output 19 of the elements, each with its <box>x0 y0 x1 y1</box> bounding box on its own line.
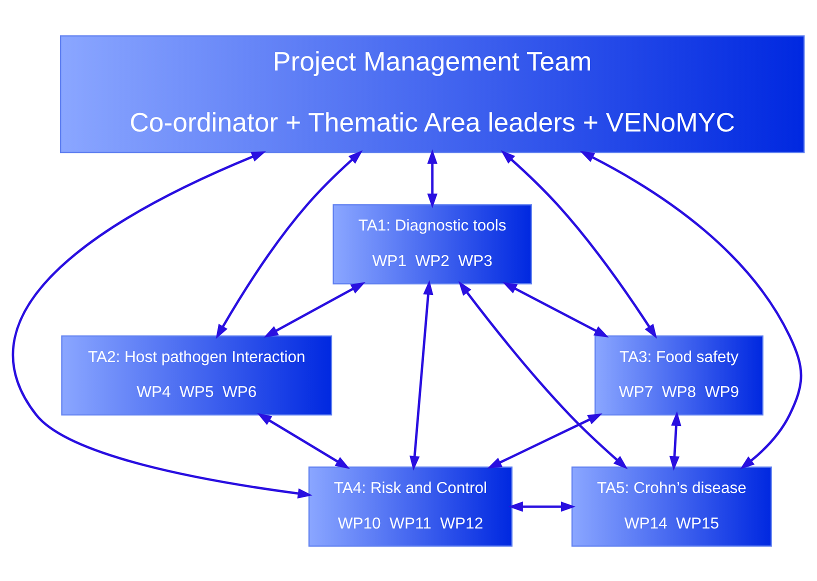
arrow <box>257 412 350 468</box>
arrow <box>410 280 434 470</box>
node-box: TA4: Risk and Control WP10 WP11 WP12 <box>308 466 513 546</box>
arrow <box>487 412 602 468</box>
arrow <box>669 410 682 470</box>
arrow <box>216 150 363 338</box>
node-box: TA1: Diagnostic tools WP1 WP2 WP3 <box>332 204 532 284</box>
arrow <box>458 280 628 469</box>
node-box: TA5: Crohn’s disease WP14 WP15 <box>571 466 772 546</box>
arrow <box>500 150 658 338</box>
arrow <box>427 148 438 208</box>
arrow <box>264 281 366 338</box>
arrow <box>508 501 576 512</box>
arrow <box>580 150 802 469</box>
node-box: TA2: Host pathogen Interaction WP4 WP5 WP6 <box>61 334 332 416</box>
arrow <box>502 282 609 338</box>
arrow <box>12 150 312 498</box>
node-box: TA3: Food safety WP7 WP8 WP9 <box>594 334 764 416</box>
node-box: Project Management Team Co-ordinator + Thematic Area leaders + VENoMYC <box>60 34 805 153</box>
